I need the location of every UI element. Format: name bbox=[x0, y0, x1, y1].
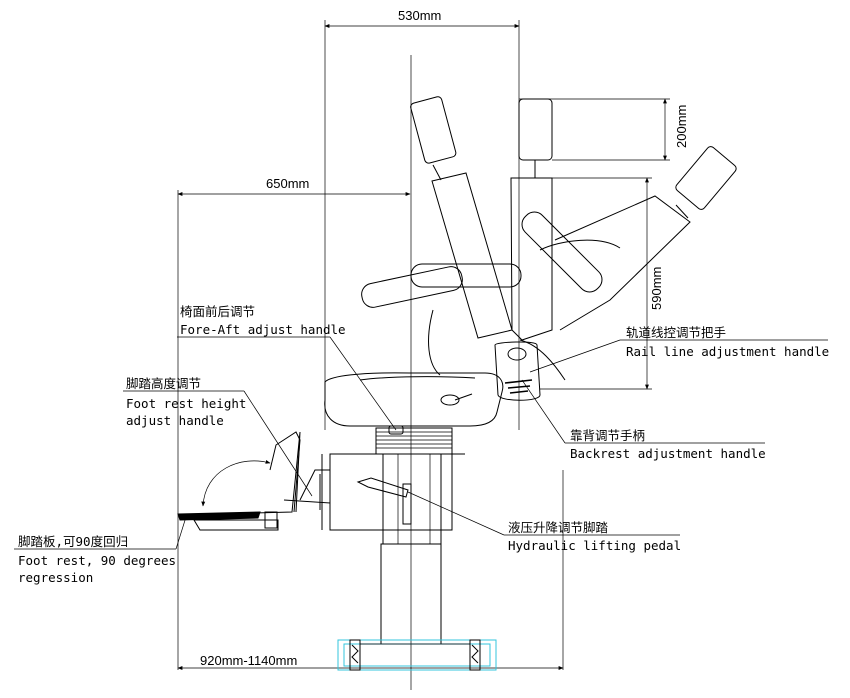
label-rail-line-zh: 轨道线控调节把手 bbox=[626, 325, 726, 340]
label-foot-rest-en-1: Foot rest, 90 degrees bbox=[18, 553, 176, 568]
dim-width-total: 530mm bbox=[398, 8, 441, 23]
base-housing bbox=[329, 453, 453, 531]
label-backrest-en: Backrest adjustment handle bbox=[570, 446, 766, 461]
dim-depth-front: 650mm bbox=[266, 176, 309, 191]
headrest-reclined bbox=[675, 146, 737, 210]
dimension-lines bbox=[177, 20, 670, 690]
chair-body bbox=[177, 96, 737, 671]
backrest-reclined bbox=[554, 195, 691, 331]
dim-backrest-height: 590mm bbox=[649, 267, 664, 310]
fore-aft-knob bbox=[388, 425, 404, 435]
armrest-3 bbox=[521, 211, 603, 293]
footrest bbox=[177, 431, 331, 531]
label-foot-rest-zh: 脚踏板,可90度回归 bbox=[18, 534, 128, 549]
label-fore-aft-en: Fore-Aft adjust handle bbox=[180, 322, 346, 337]
label-foot-rest-en-2: regression bbox=[18, 570, 93, 585]
label-hydraulic-en: Hydraulic lifting pedal bbox=[508, 538, 681, 553]
label-fore-aft-zh: 椅面前后调节 bbox=[180, 304, 255, 319]
foot-base bbox=[337, 639, 497, 671]
armrest-2 bbox=[410, 263, 522, 288]
armrest-1 bbox=[361, 266, 463, 308]
label-foot-rest-height-en-2: adjust handle bbox=[126, 413, 224, 428]
headrest-upright bbox=[518, 98, 553, 161]
callout-leaders bbox=[14, 336, 828, 550]
backrest-tilted bbox=[431, 172, 513, 339]
label-foot-rest-height-en-1: Foot rest height bbox=[126, 396, 246, 411]
backrest-upright bbox=[510, 177, 553, 341]
label-backrest-zh: 靠背调节手柄 bbox=[570, 428, 645, 443]
callout-labels: 椅面前后调节 Fore-Aft adjust handle 脚踏高度调节 Foo… bbox=[18, 304, 829, 585]
dim-handle-height: 200mm bbox=[674, 105, 689, 148]
rail-lever-box bbox=[494, 341, 541, 401]
label-rail-line-en: Rail line adjustment handle bbox=[626, 344, 829, 359]
label-hydraulic-zh: 液压升降调节脚踏 bbox=[508, 520, 609, 535]
dim-overall-height: 920mm-1140mm bbox=[200, 653, 297, 668]
headrest-tilted bbox=[410, 96, 457, 164]
dimension-texts: 530mm 650mm 920mm-1140mm 200mm 590mm bbox=[200, 8, 689, 668]
hydraulic-pedal bbox=[356, 477, 409, 498]
label-foot-rest-height-zh: 脚踏高度调节 bbox=[126, 376, 201, 391]
seat-cushion bbox=[324, 372, 504, 427]
